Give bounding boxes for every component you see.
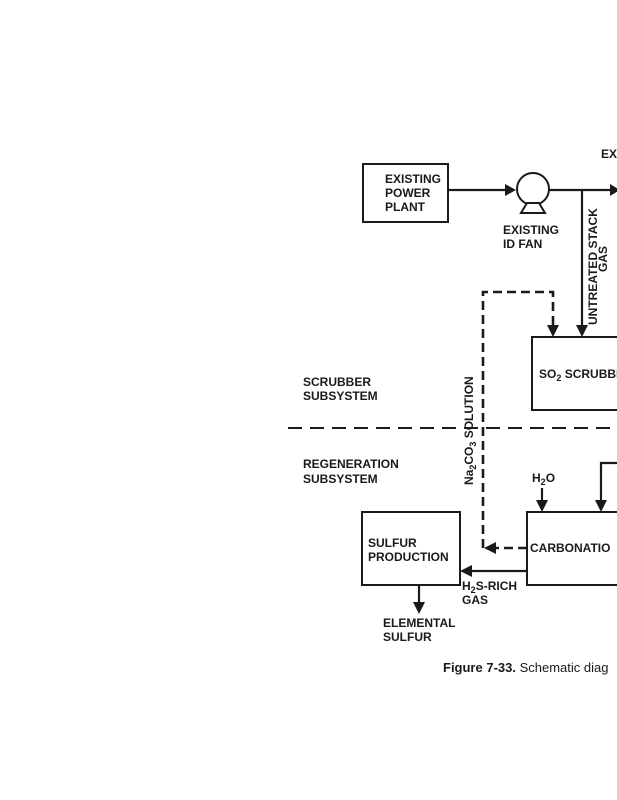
arrowhead-plant-to-fan bbox=[505, 184, 516, 196]
untreated-stack-gas-label-1: UNTREATED STACK bbox=[586, 208, 600, 325]
power-plant-label-2: POWER bbox=[385, 186, 431, 200]
figure-caption: Figure 7-33. Schematic diag bbox=[443, 660, 608, 675]
sulfur-production-label-1: SULFUR bbox=[368, 536, 417, 550]
top-right-label: EX bbox=[601, 147, 617, 161]
id-fan-icon bbox=[516, 172, 550, 214]
arrowhead-return bbox=[595, 500, 607, 512]
sulfur-production-box bbox=[361, 511, 461, 586]
arrowhead-to-stack bbox=[610, 184, 617, 196]
power-plant-label-3: PLANT bbox=[385, 200, 426, 214]
arrowhead-untreated-gas bbox=[576, 325, 588, 337]
h2s-rich-gas-label-2: GAS bbox=[462, 593, 488, 607]
carbonation-label: CARBONATIO bbox=[530, 541, 610, 555]
arrowhead-h2s bbox=[460, 565, 472, 577]
flow-return-to-carbonation bbox=[599, 461, 617, 502]
arrowhead-elemental-sulfur bbox=[413, 602, 425, 614]
regeneration-subsystem-label-2: SUBSYSTEM bbox=[303, 472, 378, 486]
power-plant-box bbox=[362, 163, 449, 223]
carbonation-box bbox=[526, 511, 617, 586]
id-fan-label-1: EXISTING bbox=[503, 223, 559, 237]
arrowhead-h2o bbox=[536, 500, 548, 512]
na2co3-solution-line bbox=[481, 290, 555, 548]
elemental-sulfur-label-1: ELEMENTAL bbox=[383, 616, 455, 630]
id-fan-label-2: ID FAN bbox=[503, 237, 542, 251]
regeneration-subsystem-label-1: REGENERATION bbox=[303, 457, 399, 471]
h2s-rich-gas-label-1: H2S-RICH bbox=[462, 579, 517, 595]
scrubber-subsystem-label-1: SCRUBBER bbox=[303, 375, 371, 389]
scrubber-subsystem-label-2: SUBSYSTEM bbox=[303, 389, 378, 403]
sulfur-production-label-2: PRODUCTION bbox=[368, 550, 449, 564]
so2-scrubber-box bbox=[531, 336, 617, 411]
so2-scrubber-label: SO2 SCRUBBE bbox=[539, 367, 617, 383]
power-plant-label-1: EXISTING bbox=[385, 172, 441, 186]
arrowhead-to-na2co3 bbox=[484, 542, 496, 554]
elemental-sulfur-label-2: SULFUR bbox=[383, 630, 432, 644]
arrowhead-na2co3-to-scrubber bbox=[547, 325, 559, 337]
untreated-stack-gas-label-2: GAS bbox=[596, 246, 610, 272]
h2o-label: H2O bbox=[532, 471, 555, 487]
na2co3-solution-label: Na2CO3 SOLUTION bbox=[462, 376, 478, 485]
